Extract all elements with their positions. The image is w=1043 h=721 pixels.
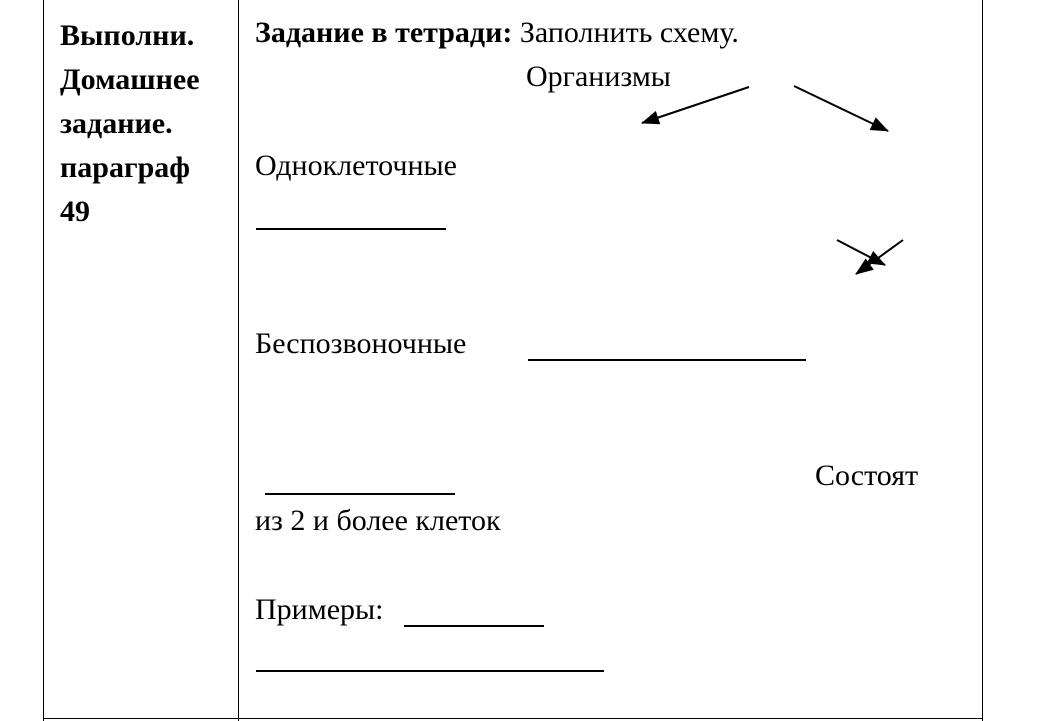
task-text: Заполнить схему. bbox=[519, 16, 739, 49]
blank-line-3 bbox=[265, 493, 455, 495]
homework-line-2: Домашнее bbox=[60, 63, 200, 96]
arrow-right-to-multicellular bbox=[793, 85, 889, 132]
task-label: Задание в тетради: bbox=[255, 16, 513, 49]
scheme-invertebrates: Беспозвоночные bbox=[255, 327, 467, 360]
arrow-left-to-unicellular bbox=[641, 86, 750, 125]
scheme-unicellular: Одноклеточные bbox=[255, 149, 458, 182]
scheme-root-organisms: Организмы bbox=[526, 60, 671, 93]
homework-line-4: параграф bbox=[60, 151, 191, 184]
table-bottom-border bbox=[43, 718, 983, 719]
arrow-small-b bbox=[855, 239, 904, 275]
blank-line-examples bbox=[404, 625, 544, 627]
table-column-divider bbox=[238, 0, 239, 721]
task-header: Задание в тетради: Заполнить схему. bbox=[255, 15, 739, 51]
blank-line-1 bbox=[256, 228, 446, 230]
homework-cell: Выполни. Домашнее задание. параграф 49 bbox=[60, 14, 235, 234]
scheme-consist-a: Состоят bbox=[815, 459, 919, 492]
table-left-border bbox=[43, 0, 44, 721]
blank-line-examples-2 bbox=[256, 670, 604, 672]
table-right-border bbox=[982, 0, 983, 721]
arrow-small-a bbox=[836, 239, 886, 266]
homework-line-3: задание. bbox=[60, 107, 173, 140]
blank-line-2 bbox=[528, 359, 806, 361]
scheme-consist-b: из 2 и более клеток bbox=[255, 504, 501, 537]
homework-line-5: 49 bbox=[60, 195, 90, 228]
scheme-examples-label: Примеры: bbox=[255, 593, 384, 626]
homework-line-1: Выполни. bbox=[60, 19, 195, 52]
